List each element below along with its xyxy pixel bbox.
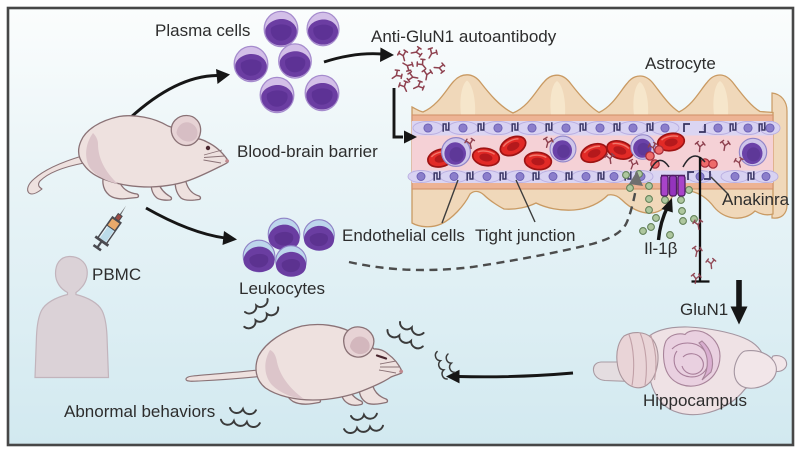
svg-text:Hippocampus: Hippocampus xyxy=(643,391,747,410)
svg-text:GluN1: GluN1 xyxy=(680,300,728,319)
svg-text:Blood-brain barrier: Blood-brain barrier xyxy=(237,142,378,161)
svg-text:Abnormal behaviors: Abnormal behaviors xyxy=(64,402,215,421)
svg-text:PBMC: PBMC xyxy=(92,265,141,284)
svg-text:Anti-GluN1 autoantibody: Anti-GluN1 autoantibody xyxy=(371,27,557,46)
svg-text:Astrocyte: Astrocyte xyxy=(645,54,716,73)
svg-text:Anakinra: Anakinra xyxy=(722,190,790,209)
svg-text:Leukocytes: Leukocytes xyxy=(239,279,325,298)
svg-text:Tight junction: Tight junction xyxy=(475,226,575,245)
svg-text:Endothelial cells: Endothelial cells xyxy=(342,226,465,245)
svg-text:Il-1β: Il-1β xyxy=(644,239,678,258)
svg-text:Plasma cells: Plasma cells xyxy=(155,21,250,40)
